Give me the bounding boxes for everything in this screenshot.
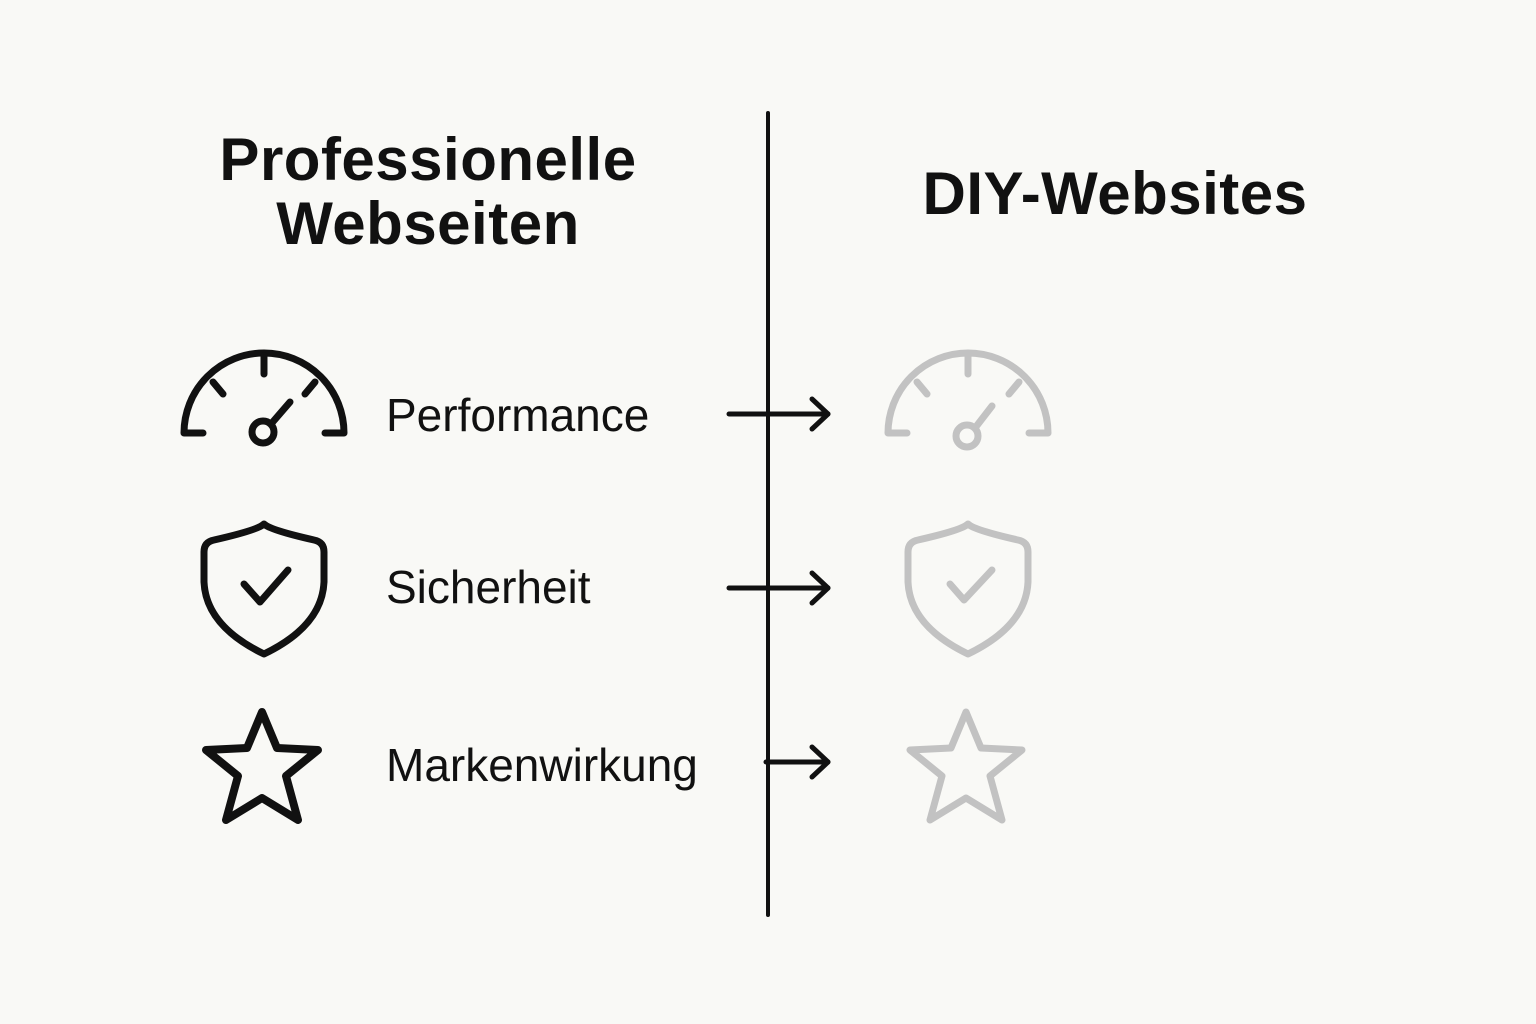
- heading-line-1: Professionelle: [219, 126, 637, 193]
- speedometer-icon: [180, 349, 348, 447]
- arrow-right-icon: [726, 570, 831, 606]
- diy-websites-heading: DIY-Websites: [922, 160, 1308, 227]
- heading-line-2: Webseiten: [276, 190, 580, 257]
- arrow-right-icon: [726, 396, 831, 432]
- shield-check-icon-muted: [904, 520, 1032, 658]
- star-icon: [202, 708, 322, 824]
- row-label-security: Sicherheit: [386, 561, 591, 613]
- row-label-performance: Performance: [386, 389, 650, 441]
- vertical-divider: [766, 111, 770, 917]
- shield-check-icon: [200, 520, 328, 658]
- star-icon-muted: [906, 708, 1026, 824]
- professional-websites-heading: Professionelle Webseiten: [178, 128, 678, 256]
- speedometer-icon-muted: [884, 349, 1052, 451]
- row-label-brand-impact: Markenwirkung: [386, 739, 698, 791]
- arrow-right-icon: [763, 744, 831, 780]
